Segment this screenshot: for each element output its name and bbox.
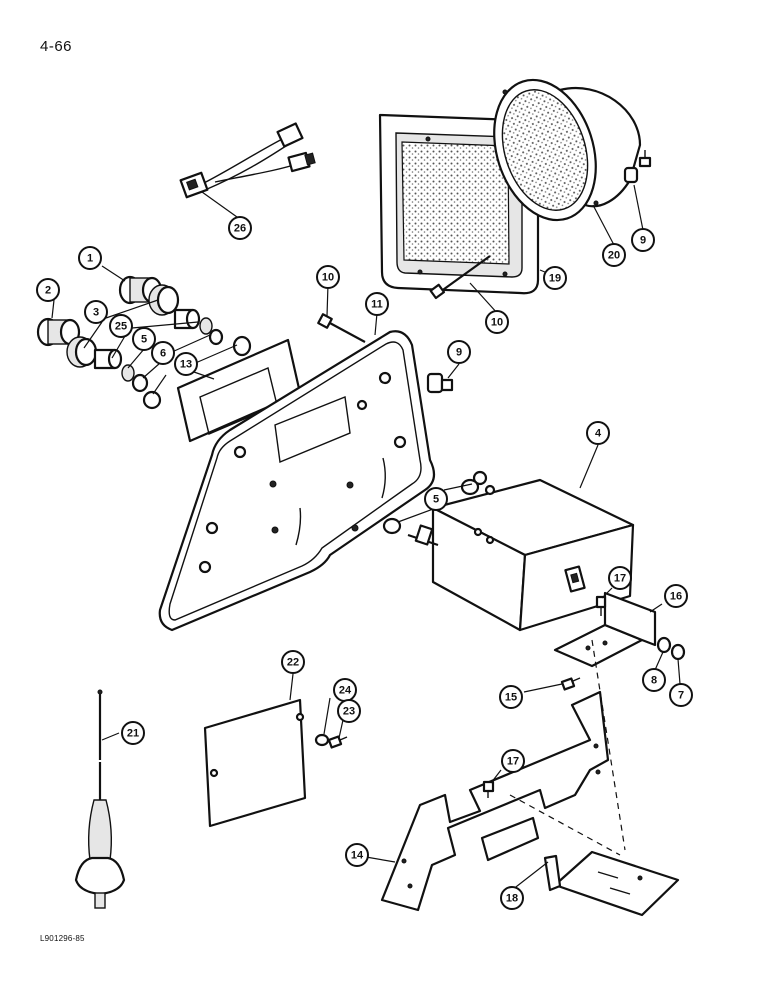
callout-label: 14 [351,850,364,862]
leader-lines [51,184,681,891]
callout-label: 23 [343,706,355,718]
knob-assembly [36,275,252,410]
page-number: 4-66 [40,38,73,55]
callout-17: 17 [501,749,525,773]
callout-3: 3 [84,300,108,324]
mounting-panel [158,330,436,632]
speaker [493,78,642,222]
callout-9: 9 [447,340,471,364]
callout-label: 20 [608,250,620,262]
cover-plate [203,698,307,828]
callout-label: 17 [614,573,626,585]
radio-nut [382,478,480,535]
callout-label: 16 [670,591,682,603]
callout-label: 18 [506,893,518,905]
callout-label: 4 [595,428,602,440]
callout-label: 11 [371,299,383,311]
callout-label: 9 [640,235,646,247]
callout-label: 3 [93,307,99,319]
callout-23: 23 [337,699,361,723]
callout-label: 17 [507,756,519,768]
callout-24: 24 [333,678,357,702]
callout-label: 2 [45,285,51,297]
plate-washer [314,733,330,747]
callout-18: 18 [500,886,524,910]
callout-label: 22 [287,657,299,669]
callout-10: 10 [485,310,509,334]
callout-label: 5 [141,334,147,346]
callout-label: 8 [651,675,657,687]
bracket-clip [560,677,581,691]
callout-14: 14 [345,843,369,867]
callout-1: 1 [78,246,102,270]
callout-5: 5 [424,487,448,511]
callout-9: 9 [631,228,655,252]
callout-label: 5 [433,494,439,506]
callout-label: 9 [456,347,462,359]
wiring-harness [179,122,316,199]
callout-label: 10 [322,272,334,284]
callout-label: 24 [339,685,352,697]
bracket-hardware [656,636,686,661]
callout-19: 19 [543,266,567,290]
callout-label: 26 [234,223,246,235]
radio-bracket [553,591,657,668]
bracket-screw [595,595,607,616]
callout-15: 15 [499,685,523,709]
callout-5: 5 [132,327,156,351]
callout-26: 26 [228,216,252,240]
mounting-tray [543,850,680,917]
callout-label: 15 [505,692,517,704]
callout-label: 1 [87,253,93,265]
callout-label: 13 [180,359,192,371]
support-bracket [380,639,626,912]
callout-label: 19 [549,273,561,285]
antenna [74,689,126,909]
callout-10: 10 [316,265,340,289]
callout-17: 17 [608,566,632,590]
callout-16: 16 [664,584,688,608]
callout-25: 25 [109,314,133,338]
callout-label: 6 [160,348,166,360]
plate-screw [327,735,348,749]
callout-6: 6 [151,341,175,365]
callout-label: 10 [491,317,503,329]
callout-layer: 1232556131011919102092645171687152224232… [36,216,693,910]
callout-label: 7 [678,690,684,702]
callout-8: 8 [642,668,666,692]
callout-13: 13 [174,352,198,376]
callout-11: 11 [365,292,389,316]
callout-21: 21 [121,721,145,745]
support-screw [482,780,495,798]
callout-2: 2 [36,278,60,302]
frame-screw [429,255,491,300]
callout-label: 25 [115,321,127,333]
callout-4: 4 [586,421,610,445]
drawing-code: L901296-85 [40,934,85,943]
callout-7: 7 [669,683,693,707]
callout-22: 22 [281,650,305,674]
callout-20: 20 [602,243,626,267]
panel-screw [317,313,366,343]
mounting-stud [426,372,454,394]
speaker-screw [623,150,652,184]
callout-label: 21 [127,728,139,740]
